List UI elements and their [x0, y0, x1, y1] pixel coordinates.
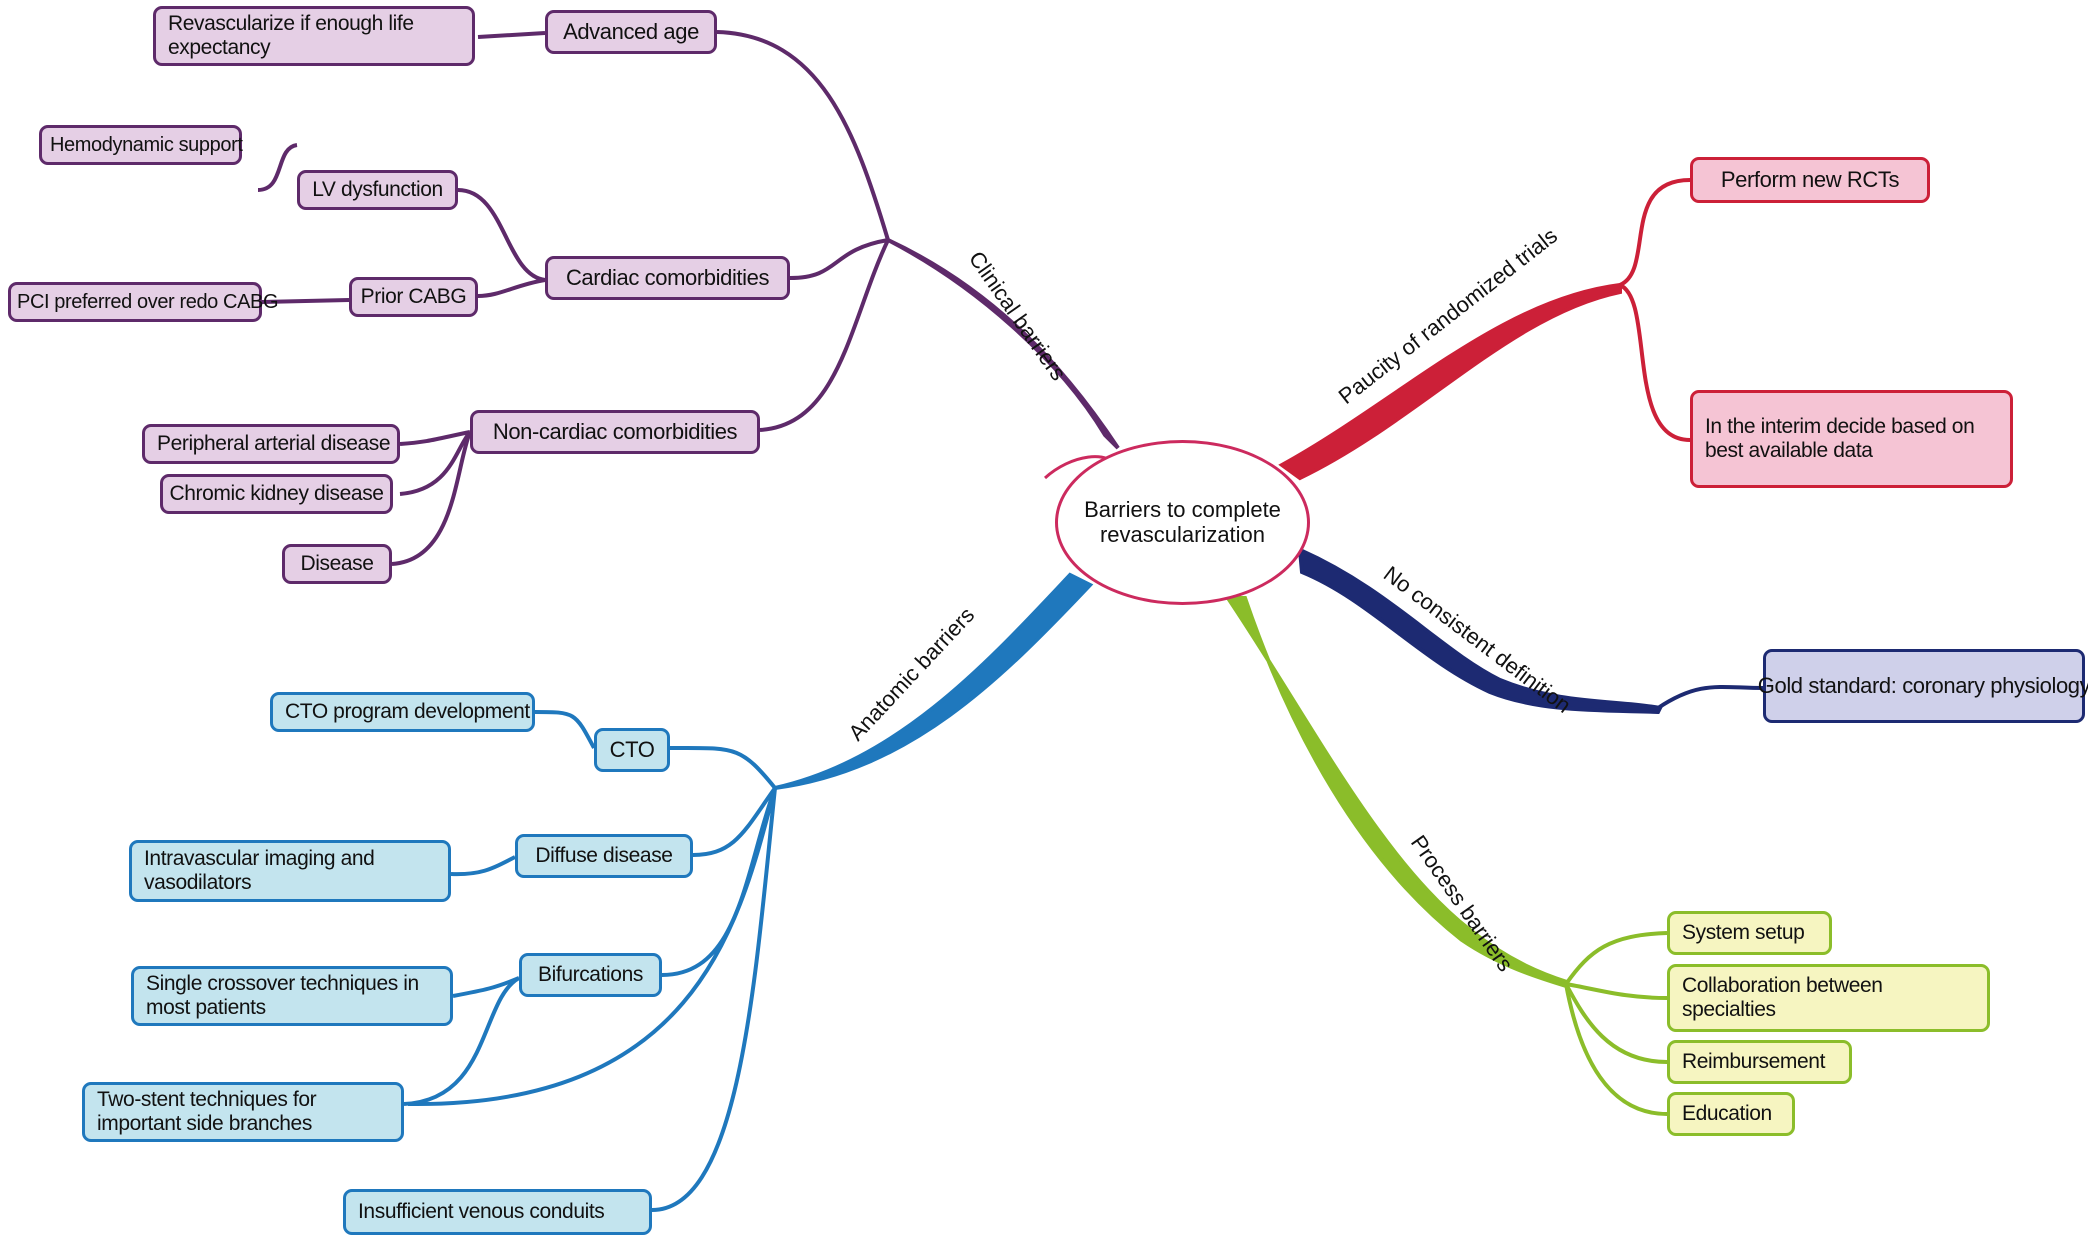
node-intravascular-imaging[interactable]: Intravascular imaging and vasodilators [129, 840, 451, 902]
node-perform-rcts[interactable]: Perform new RCTs [1690, 157, 1930, 203]
node-bifurcations[interactable]: Bifurcations [519, 953, 662, 997]
central-topic[interactable]: Barriers to complete revascularization [1055, 440, 1310, 605]
node-collaboration[interactable]: Collaboration between specialties [1667, 964, 1990, 1032]
node-peripheral-arterial[interactable]: Peripheral arterial disease [142, 424, 400, 464]
node-chromic-kidney[interactable]: Chromic kidney disease [160, 474, 393, 514]
node-interim-decide[interactable]: In the interim decide based on best avai… [1690, 390, 2013, 488]
node-revascularize-life[interactable]: Revascularize if enough life expectancy [153, 6, 475, 66]
node-noncardiac-comorbidities[interactable]: Non-cardiac comorbidities [470, 410, 760, 454]
anatomic-main-branch [774, 572, 1094, 790]
node-insufficient-venous[interactable]: Insufficient venous conduits [343, 1189, 652, 1235]
definition-main-branch [1297, 546, 1663, 715]
branch-label-clinical: Clinical barriers [964, 247, 1071, 386]
node-cto-program[interactable]: CTO program development [270, 692, 535, 732]
node-diffuse-disease[interactable]: Diffuse disease [515, 834, 693, 878]
central-topic-line2: revascularization [1099, 521, 1266, 547]
node-hemodynamic-support[interactable]: Hemodynamic support [39, 125, 243, 165]
node-cardiac-comorbidities[interactable]: Cardiac comorbidities [545, 256, 790, 300]
node-education[interactable]: Education [1667, 1092, 1795, 1136]
node-lv-dysfunction[interactable]: LV dysfunction [297, 170, 458, 210]
clinical-main-branch [887, 238, 1120, 450]
node-system-setup[interactable]: System setup [1667, 911, 1832, 955]
paucity-main-branch [1278, 282, 1622, 481]
node-cto[interactable]: CTO [594, 728, 670, 772]
central-topic-line1: Barriers to complete [1084, 496, 1281, 522]
node-single-crossover[interactable]: Single crossover techniques in most pati… [131, 966, 453, 1026]
node-disease[interactable]: Disease [282, 544, 392, 584]
node-gold-standard[interactable]: Gold standard: coronary physiology [1758, 649, 2088, 723]
node-pci-preferred[interactable]: PCI preferred over redo CABG [8, 282, 279, 322]
node-prior-cabg[interactable]: Prior CABG [349, 277, 478, 317]
node-reimbursement[interactable]: Reimbursement [1667, 1040, 1852, 1084]
node-two-stent[interactable]: Two-stent techniques for important side … [82, 1082, 404, 1142]
node-advanced-age[interactable]: Advanced age [545, 10, 717, 54]
